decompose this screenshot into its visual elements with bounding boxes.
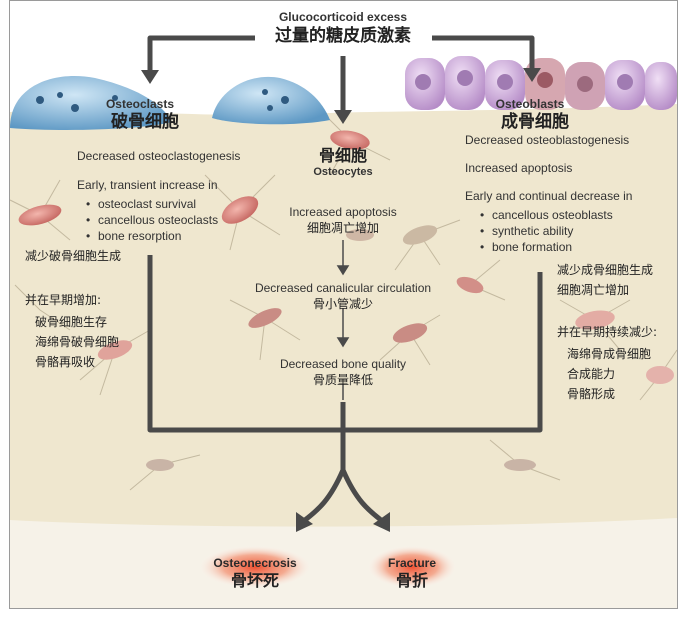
osteoblasts-bullet-1: cancellous osteoblasts xyxy=(480,209,613,221)
osteocytes-title-zh: 骨细胞 xyxy=(318,146,368,165)
fracture-label-en: Fracture xyxy=(387,556,437,570)
canaliculi-network xyxy=(9,109,678,491)
osteoclasts-zh-item-2: 海绵骨破骨细胞 xyxy=(35,335,120,349)
osteocytes-step2-zh: 骨小管减少 xyxy=(312,297,374,311)
osteocytes-title-en: Osteocytes xyxy=(313,166,373,178)
osteoblasts-zh-apoptosis: 细胞凋亡增加 xyxy=(557,283,630,297)
osteoclasts-bullet-1: osteoclast survival xyxy=(86,198,196,210)
osteonecrosis-glow xyxy=(197,545,313,589)
osteoclasts-zh-item-3: 骨骼再吸收 xyxy=(35,355,96,369)
osteoclasts-decreased: Decreased osteoclastogenesis xyxy=(77,149,241,163)
osteoblasts-zh-item-3: 骨骼形成 xyxy=(567,387,616,401)
osteoblasts-zh-item-1: 海绵骨成骨细胞 xyxy=(567,347,652,361)
bottom-arrowheads xyxy=(296,512,390,532)
osteonecrosis-label-zh: 骨坏死 xyxy=(230,571,280,590)
osteoblasts-title-en: Osteoblasts xyxy=(495,97,565,111)
osteoclasts-title-en: Osteoclasts xyxy=(105,97,175,111)
osteocytes-step3-zh: 骨质量降低 xyxy=(312,373,374,387)
osteonecrosis-label-en: Osteonecrosis xyxy=(213,556,297,570)
fracture-label-zh: 骨折 xyxy=(395,571,429,590)
osteocytes-step1-en: Increased apoptosis xyxy=(289,205,397,219)
bone-fade xyxy=(10,518,677,608)
osteocytes-step2-en: Decreased canalicular circulation xyxy=(254,281,432,295)
osteoclasts-bullet-2: cancellous osteoclasts xyxy=(86,214,218,226)
osteoblasts-bullet-3: bone formation xyxy=(480,241,572,253)
osteoclasts-early: Early, transient increase in xyxy=(77,178,218,192)
osteoblasts-title-zh: 成骨细胞 xyxy=(501,112,569,132)
osteoblasts-early: Early and continual decrease in xyxy=(465,189,633,203)
center-arrows xyxy=(336,240,350,400)
osteoclasts-zh-early: 并在早期增加: xyxy=(25,293,102,307)
osteocytes-step1-zh: 细胞凋亡增加 xyxy=(306,221,380,235)
osteoclast-cells xyxy=(10,75,330,130)
osteoclasts-bullet-3: bone resorption xyxy=(86,230,181,242)
osteocyte-cells xyxy=(18,130,674,471)
title-zh: 过量的糖皮质激素 xyxy=(275,26,411,46)
top-arrowheads xyxy=(141,68,541,124)
osteoblasts-decreased: Decreased osteoblastogenesis xyxy=(465,133,630,147)
osteocytes-step3-en: Decreased bone quality xyxy=(279,357,407,371)
osteoclasts-zh-item-1: 破骨细胞生存 xyxy=(35,315,108,329)
osteoblasts-zh-item-2: 合成能力 xyxy=(567,367,616,381)
fracture-glow xyxy=(366,545,458,589)
osteoblasts-zh-early: 并在早期持续减少: xyxy=(557,325,658,339)
osteoclasts-title-zh: 破骨细胞 xyxy=(111,112,179,132)
osteoblasts-bullet-2: synthetic ability xyxy=(480,225,573,237)
bottom-arrows xyxy=(147,255,543,522)
osteoblasts-apoptosis: Increased apoptosis xyxy=(465,161,573,175)
osteoblasts-zh-decrease: 减少成骨细胞生成 xyxy=(557,263,654,277)
top-arrows xyxy=(147,35,535,112)
osteoclasts-zh-decrease: 减少破骨细胞生成 xyxy=(25,249,122,263)
title-en: Glucocorticoid excess xyxy=(278,10,408,24)
